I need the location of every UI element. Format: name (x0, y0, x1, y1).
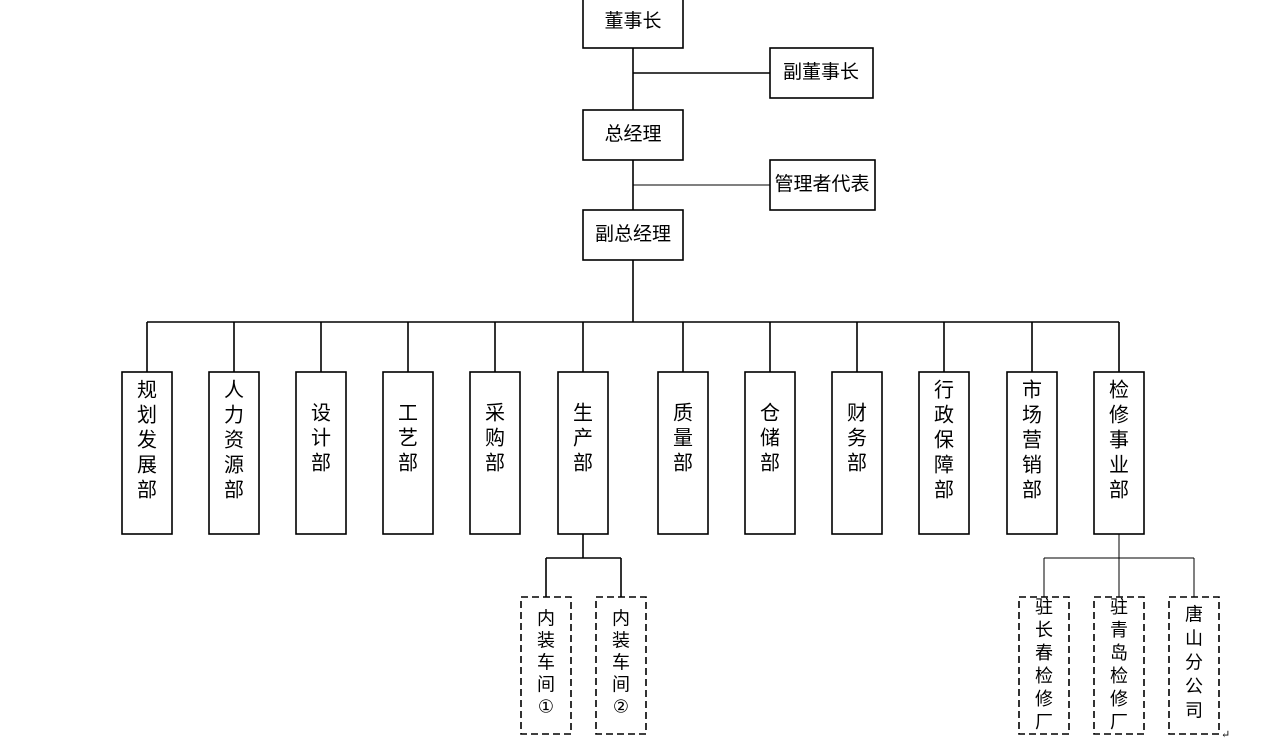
department-box (121, 371, 173, 535)
department-box (657, 371, 709, 535)
production-unit-box (520, 596, 572, 735)
maintenance-unit-tangshan: 唐山分公司 (1168, 596, 1220, 735)
department-box (208, 371, 260, 535)
department-design: 设计部 (295, 371, 347, 535)
deputy-gm-label: 副总经理 (595, 223, 671, 245)
department-label: 生产部 (573, 401, 593, 475)
department-label: 市场营销部 (1022, 378, 1042, 502)
general-manager-label: 总经理 (604, 123, 661, 145)
department-box (557, 371, 609, 535)
department-label: 人力资源部 (224, 378, 244, 502)
department-label: 行政保障部 (934, 378, 954, 502)
department-box (469, 371, 521, 535)
department-label: 设计部 (311, 401, 331, 475)
department-quality: 质量部 (657, 371, 709, 535)
maintenance-unit-qingdao: 驻青岛检修厂 (1093, 596, 1145, 735)
maintenance-unit-box (1168, 596, 1220, 735)
management-rep-box (769, 159, 876, 211)
general-manager-box (582, 109, 684, 161)
department-label: 检修事业部 (1109, 378, 1129, 502)
department-label: 采购部 (485, 401, 505, 475)
department-production: 生产部 (557, 371, 609, 535)
department-hr: 人力资源部 (208, 371, 260, 535)
department-label: 财务部 (847, 401, 867, 475)
vice-chairman-box (769, 47, 874, 99)
maintenance-unit-changchun: 驻长春检修厂 (1018, 596, 1070, 735)
department-warehouse: 仓储部 (744, 371, 796, 535)
maintenance-unit-box (1018, 596, 1070, 735)
department-planning: 规划发展部 (121, 371, 173, 535)
department-box (382, 371, 434, 535)
deputy-gm-box (582, 209, 684, 261)
department-boxes: 规划发展部 人力资源部 设计部 工艺部 采购部 生产部 质量部 仓储部 财务部 行政保障部 市场营销… (121, 371, 1145, 535)
department-maintenance: 检修事业部 (1093, 371, 1145, 535)
department-box (918, 371, 970, 535)
department-label: 规划发展部 (137, 378, 157, 502)
maintenance-unit-label: 驻长春检修厂 (1035, 597, 1053, 733)
department-admin: 行政保障部 (918, 371, 970, 535)
management-rep-label: 管理者代表 (774, 173, 869, 195)
production-unit-box (595, 596, 647, 735)
top-nodes (582, 0, 876, 261)
maintenance-unit-label: 唐山分公司 (1185, 605, 1203, 722)
chairman-label: 董事长 (604, 10, 661, 32)
department-process: 工艺部 (382, 371, 434, 535)
department-box (831, 371, 883, 535)
maintenance-unit-label: 驻青岛检修厂 (1110, 597, 1128, 733)
department-box (295, 371, 347, 535)
department-label: 工艺部 (398, 401, 418, 475)
vice-chairman-label: 副董事长 (783, 61, 859, 83)
department-box (744, 371, 796, 535)
department-marketing: 市场营销部 (1006, 371, 1058, 535)
department-label: 质量部 (673, 401, 693, 475)
department-finance: 财务部 (831, 371, 883, 535)
connector-lines (146, 48, 1195, 597)
maintenance-unit-box (1093, 596, 1145, 735)
department-box (1093, 371, 1145, 535)
chairman-box (582, 0, 684, 49)
paragraph-mark: ↵ (1221, 728, 1230, 741)
department-purchasing: 采购部 (469, 371, 521, 535)
department-label: 仓储部 (760, 401, 780, 475)
department-box (1006, 371, 1058, 535)
